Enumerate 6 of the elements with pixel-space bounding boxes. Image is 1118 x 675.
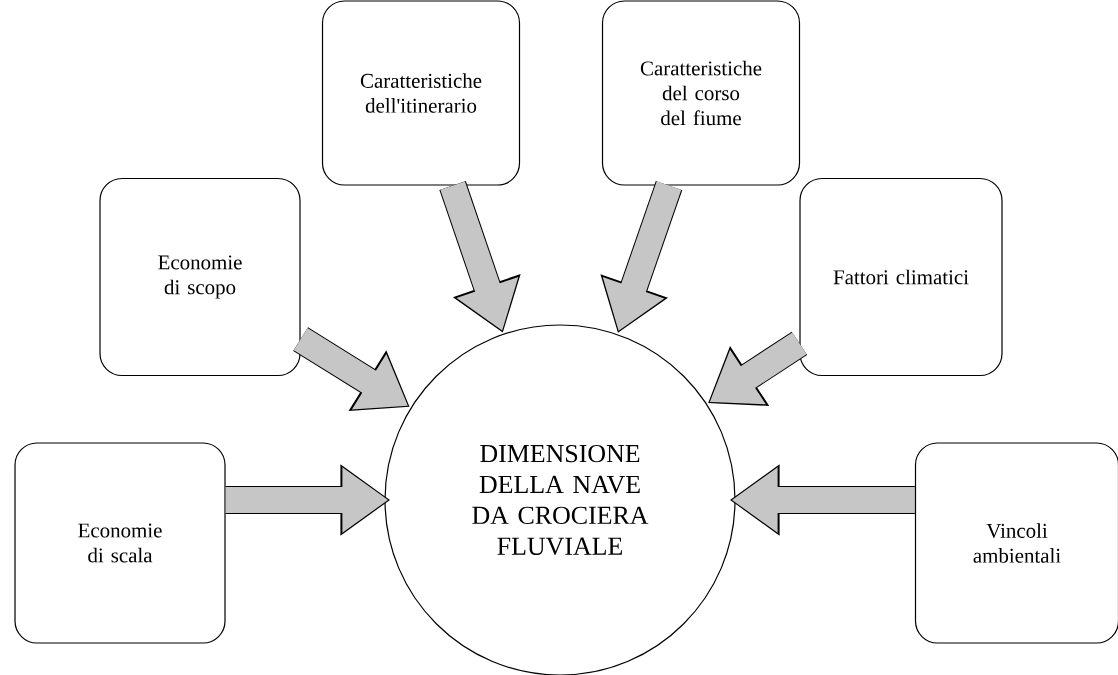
factor-box: Vincoli ambientali <box>914 442 1118 644</box>
factor-box: Economie di scala <box>14 442 226 644</box>
factor-box: Caratteristiche dell'itinerario <box>321 0 521 186</box>
factor-box: Fattori climatici <box>799 177 1003 377</box>
factor-box: Caratteristiche del corso del fiume <box>601 0 801 186</box>
factor-box: Economie di scopo <box>99 177 301 377</box>
